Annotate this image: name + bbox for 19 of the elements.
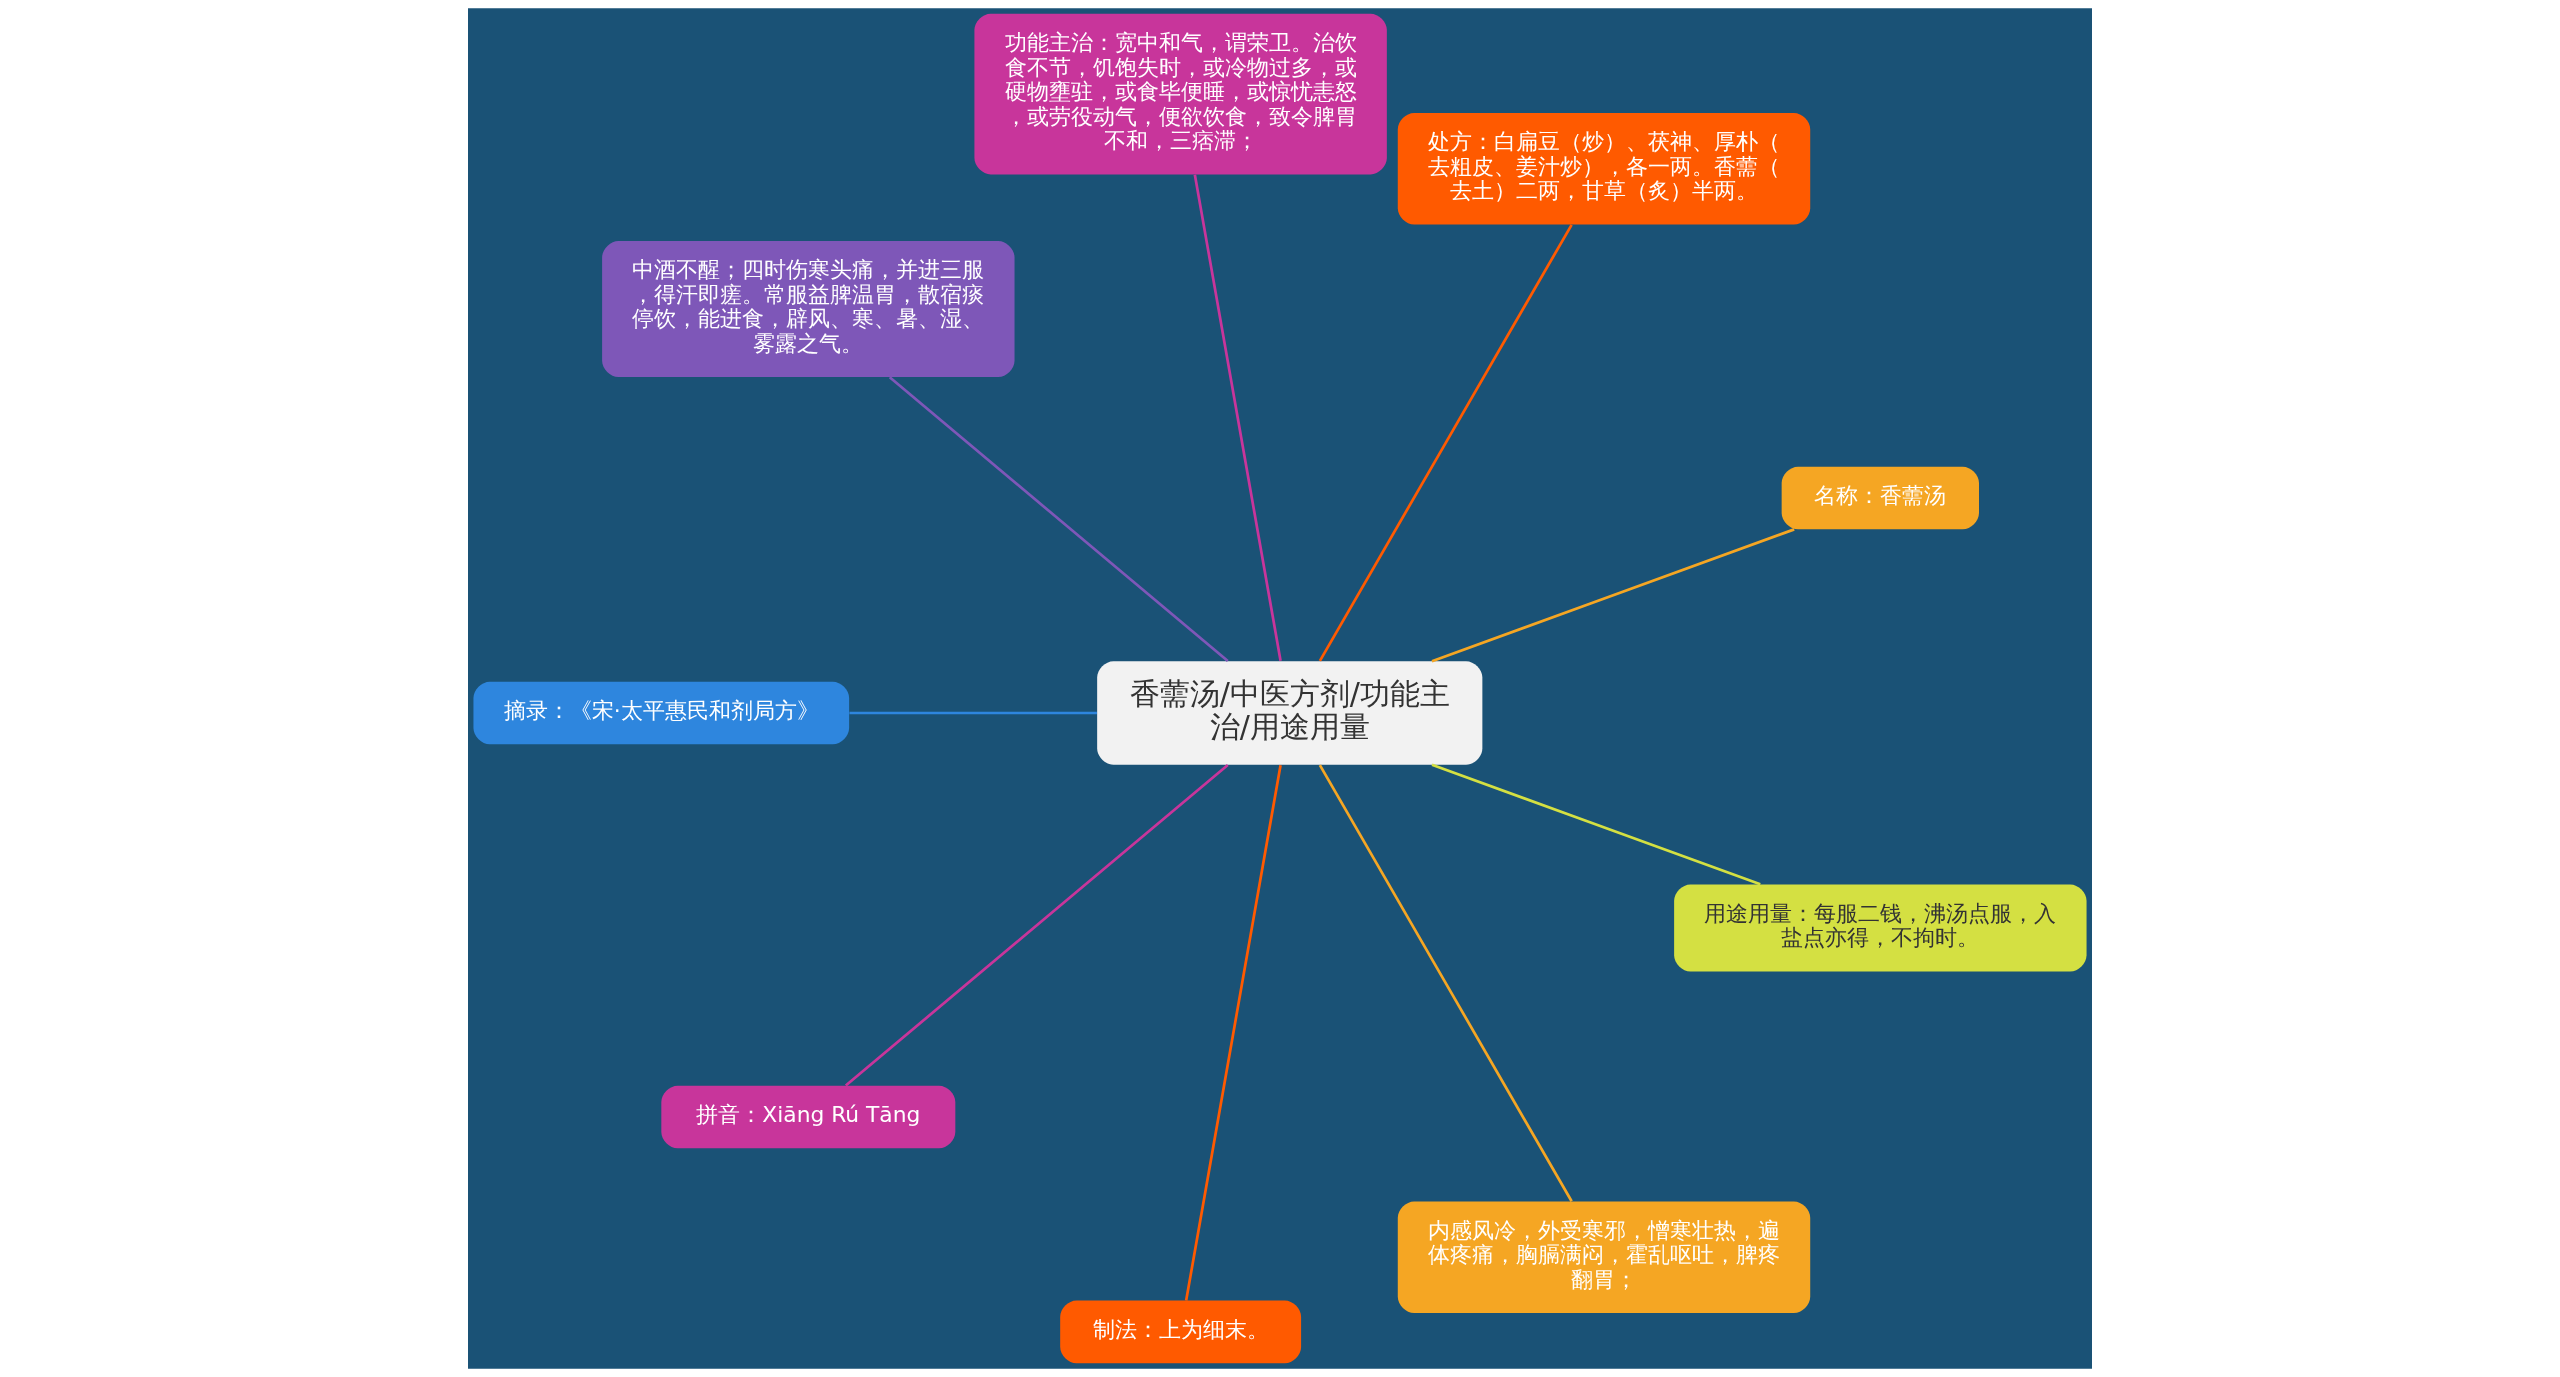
node-box: 制法：上为细末。 xyxy=(1060,1300,1302,1364)
connector xyxy=(1193,174,1282,661)
node-box: 内感风冷，外受寒邪，憎寒壮热，遍体疼痛，胸膈满闷，霍乱呕吐，脾疼翻胃； xyxy=(1397,1201,1811,1314)
node-box: 用途用量：每服二钱，沸汤点服，入盐点亦得，不拘时。 xyxy=(1674,884,2087,972)
connector xyxy=(888,376,1229,663)
connector xyxy=(1318,764,1573,1202)
connector xyxy=(1184,765,1282,1301)
connector xyxy=(1431,763,1761,886)
node-box: 功能主治：宽中和气，谓荣卫。治饮食不节，饥饱失时，或冷物过多，或硬物壅驻，或食毕便睡，或惊忧恚怒，或劳役动气，便欲饮食，致令脾胃不和，三痞滞； xyxy=(974,13,1387,175)
connector xyxy=(1318,224,1573,662)
node-box: 中酒不醒；四时伤寒头痛，并进三服，得汗即瘥。常服益脾温胃，散宿痰停饮，能进食，辟风、寒、暑、湿、雾露之气。 xyxy=(602,240,1015,378)
node-box: 香薷汤/中医方剂/功能主治/用途用量 xyxy=(1097,661,1483,765)
connector xyxy=(849,711,1097,715)
node-box: 处方：白扁豆（炒）、茯神、厚朴（去粗皮、姜汁炒），各一两。香薷（去土）二两，甘草（炙）半两。 xyxy=(1397,112,1811,225)
node-box: 摘录：《宋·太平惠民和剂局方》 xyxy=(473,681,850,745)
node-box: 拼音：Xiāng Rú Tāng xyxy=(661,1085,956,1149)
connector xyxy=(844,763,1229,1087)
node-box: 名称：香薷汤 xyxy=(1781,466,1979,530)
connector xyxy=(1431,528,1795,663)
